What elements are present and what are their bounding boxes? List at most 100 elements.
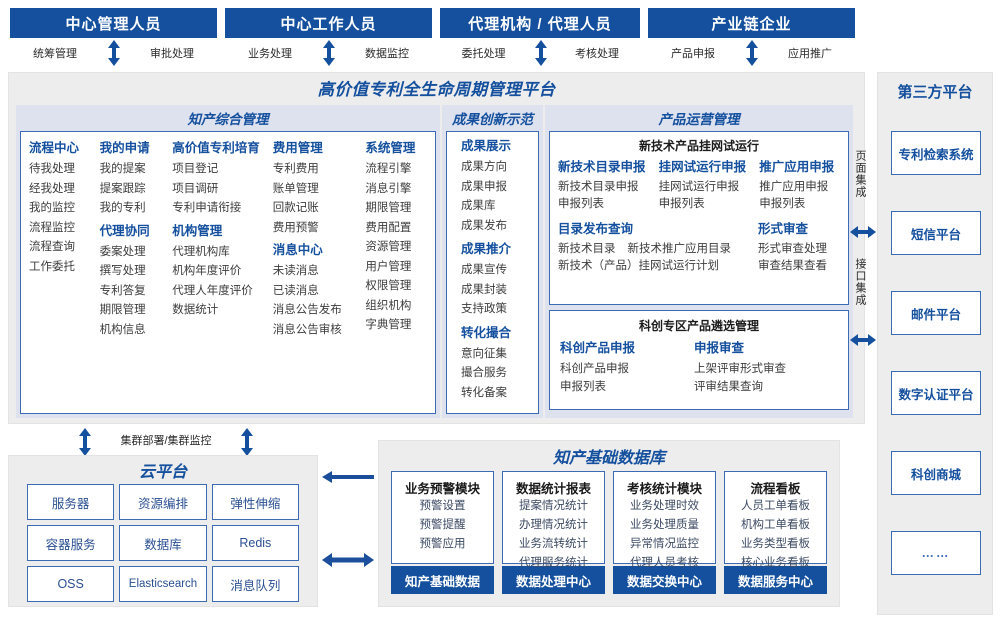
- po-item[interactable]: 新技术推广应用目录: [627, 243, 732, 255]
- achv-item[interactable]: 转化备案: [461, 386, 507, 399]
- ip-item[interactable]: 资源管理: [365, 241, 412, 253]
- database-card-item[interactable]: 办理情况统计: [519, 519, 588, 531]
- achv-item[interactable]: 支持政策: [461, 303, 507, 315]
- po2-item[interactable]: 申报列表: [560, 381, 606, 393]
- ip-item[interactable]: 撰写处理: [99, 265, 146, 277]
- po-item[interactable]: 新技术目录申报: [558, 181, 639, 193]
- database-card-item[interactable]: 代理人员考核: [630, 557, 699, 569]
- ip-item[interactable]: 我的监控: [29, 202, 75, 214]
- database-card-item[interactable]: 代理服务统计: [519, 557, 588, 569]
- achv-item[interactable]: 成果方向: [461, 161, 507, 173]
- po-item[interactable]: 申报列表: [759, 198, 806, 210]
- role-header-1[interactable]: 中心工作人员: [225, 8, 432, 38]
- po-item[interactable]: 形式审查处理: [758, 243, 827, 255]
- po2-item[interactable]: 科创产品申报: [560, 363, 629, 375]
- ip-item[interactable]: 权限管理: [365, 280, 412, 292]
- ip-item[interactable]: 工作委托: [29, 260, 75, 273]
- database-card-footer[interactable]: 数据处理中心: [502, 566, 605, 594]
- cloud-cell-server[interactable]: 服务器: [27, 484, 115, 520]
- ip-item[interactable]: 费用配置: [365, 221, 412, 234]
- database-card-item[interactable]: 提案情况统计: [519, 500, 588, 512]
- role-header-0[interactable]: 中心管理人员: [10, 8, 217, 38]
- po-item[interactable]: 审查结果查看: [758, 260, 827, 272]
- database-card-item[interactable]: 预警应用: [419, 538, 466, 550]
- achv-item[interactable]: 成果发布: [461, 219, 507, 232]
- third-party-item-2[interactable]: 邮件平台: [891, 291, 981, 335]
- po-item[interactable]: 申报列表: [658, 198, 705, 210]
- ip-item[interactable]: 期限管理: [99, 304, 146, 316]
- third-party-item-5[interactable]: ……: [891, 531, 981, 575]
- po-item[interactable]: 新技术目录: [558, 243, 616, 255]
- achv-item[interactable]: 意向征集: [461, 347, 507, 360]
- third-party-item-1[interactable]: 短信平台: [891, 211, 981, 255]
- cloud-cell-mq[interactable]: 消息队列: [211, 566, 299, 602]
- third-party-item-4[interactable]: 科创商城: [891, 451, 981, 495]
- po-item[interactable]: 挂网试运行申报: [658, 181, 740, 193]
- ip-item[interactable]: 经我处理: [29, 182, 75, 195]
- cloud-cell-oss[interactable]: OSS: [27, 566, 115, 602]
- ip-item[interactable]: 用户管理: [365, 260, 412, 273]
- database-card-item[interactable]: 机构工单看板: [741, 519, 810, 531]
- cloud-cell-container[interactable]: 容器服务: [27, 525, 115, 561]
- ip-item[interactable]: 流程查询: [29, 241, 75, 253]
- ip-item[interactable]: 机构信息: [99, 323, 146, 336]
- ip-item[interactable]: 我的提案: [99, 163, 146, 175]
- cloud-cell-autoscaling[interactable]: 弹性伸缩: [211, 484, 299, 520]
- database-card-item[interactable]: 异常情况监控: [630, 538, 699, 550]
- database-card-item[interactable]: 核心业务看板: [741, 557, 810, 569]
- ip-item[interactable]: 代理机构库: [172, 245, 230, 258]
- ip-item[interactable]: 消息引擎: [365, 182, 412, 195]
- ip-item[interactable]: 专利申请衔接: [172, 202, 242, 214]
- ip-item[interactable]: 已读消息: [272, 284, 319, 297]
- achv-item[interactable]: 撮合服务: [461, 367, 507, 379]
- ip-item[interactable]: 数据统计: [172, 304, 219, 316]
- cloud-cell-database[interactable]: 数据库: [119, 525, 207, 561]
- database-card-item[interactable]: 业务流转统计: [519, 538, 588, 550]
- ip-item[interactable]: 消息公告审核: [272, 323, 342, 336]
- ip-item[interactable]: 消息公告发布: [272, 304, 342, 316]
- cloud-cell-orchestration[interactable]: 资源编排: [119, 484, 207, 520]
- ip-item[interactable]: 流程引擎: [365, 163, 412, 175]
- achv-item[interactable]: 成果封装: [461, 283, 507, 296]
- database-card-item[interactable]: 预警提醒: [419, 519, 466, 531]
- ip-item[interactable]: 专利答复: [99, 284, 146, 297]
- ip-item[interactable]: 机构年度评价: [172, 265, 242, 277]
- database-card-footer[interactable]: 数据交换中心: [613, 566, 716, 594]
- cloud-cell-redis[interactable]: Redis: [211, 525, 299, 561]
- achv-item[interactable]: 成果宣传: [461, 264, 507, 276]
- cloud-cell-elasticsearch[interactable]: Elasticsearch: [119, 566, 207, 602]
- database-card-item[interactable]: 人员工单看板: [741, 500, 810, 512]
- role-header-3[interactable]: 产业链企业: [648, 8, 855, 38]
- database-card-item[interactable]: 业务处理质量: [630, 519, 699, 531]
- achv-item[interactable]: 成果库: [461, 200, 496, 212]
- ip-item[interactable]: 账单管理: [272, 182, 319, 195]
- ip-item[interactable]: 费用预警: [272, 221, 319, 234]
- ip-item[interactable]: 未读消息: [272, 265, 319, 277]
- ip-item[interactable]: 提案跟踪: [99, 182, 146, 195]
- po-item[interactable]: 推广应用申报: [759, 181, 829, 193]
- po-item[interactable]: 新技术（产品）挂网试运行计划: [558, 260, 719, 272]
- po2-item[interactable]: 评审结果查询: [694, 381, 763, 393]
- third-party-item-0[interactable]: 专利检索系统: [891, 131, 981, 175]
- ip-item[interactable]: 项目登记: [172, 163, 219, 175]
- ip-item[interactable]: 我的专利: [99, 202, 146, 214]
- ip-item[interactable]: 待我处理: [29, 163, 75, 175]
- ip-item[interactable]: 代理人年度评价: [172, 284, 253, 297]
- ip-item[interactable]: 回款记账: [272, 202, 319, 214]
- database-card-footer[interactable]: 数据服务中心: [724, 566, 827, 594]
- ip-item[interactable]: 委案处理: [99, 245, 146, 258]
- ip-item[interactable]: 流程监控: [29, 221, 75, 234]
- ip-item[interactable]: 组织机构: [365, 299, 412, 312]
- role-header-2[interactable]: 代理机构 / 代理人员: [440, 8, 640, 38]
- po-item[interactable]: 申报列表: [558, 198, 604, 210]
- third-party-item-3[interactable]: 数字认证平台: [891, 371, 981, 415]
- ip-item[interactable]: 字典管理: [365, 319, 412, 331]
- ip-item[interactable]: 专利费用: [272, 163, 319, 175]
- database-card-item[interactable]: 业务处理时效: [630, 500, 699, 512]
- ip-item[interactable]: 项目调研: [172, 182, 219, 195]
- database-card-item[interactable]: 预警设置: [419, 500, 466, 512]
- po2-item[interactable]: 上架评审形式审查: [694, 363, 786, 375]
- achv-item[interactable]: 成果申报: [461, 180, 507, 193]
- database-card-item[interactable]: 业务类型看板: [741, 538, 810, 550]
- database-card-footer[interactable]: 知产基础数据: [391, 566, 494, 594]
